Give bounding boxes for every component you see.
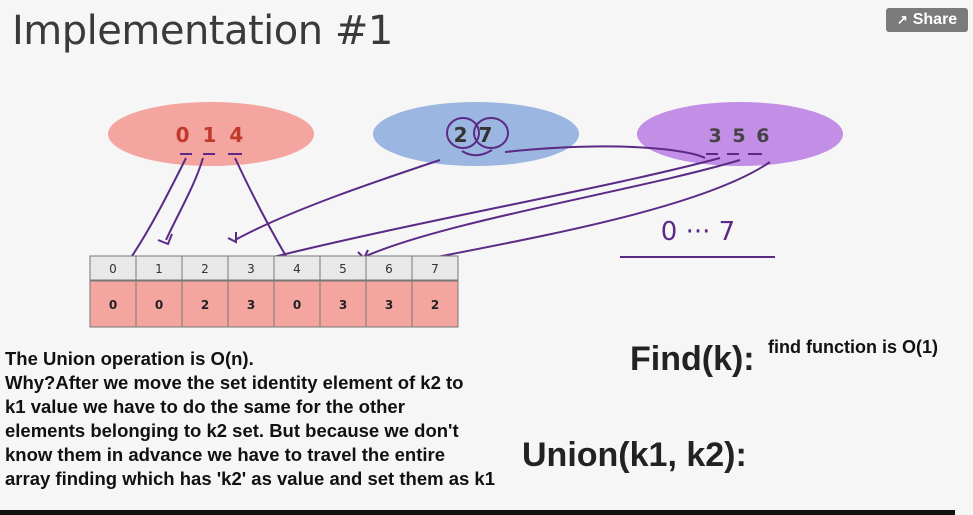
find-label: Find(k): — [630, 340, 755, 378]
overlay-line-3: k1 value we have to do the same for the … — [5, 396, 405, 417]
index-cell-2: 2 — [201, 262, 209, 276]
overlay-line-2: Why?After we move the set identity eleme… — [5, 372, 464, 393]
value-cell-7: 2 — [431, 298, 439, 312]
overlay-explanation: The Union operation is O(n). Why?After w… — [5, 347, 540, 491]
value-cell-2: 2 — [201, 298, 209, 312]
index-cell-7: 7 — [431, 262, 439, 276]
index-cell-0: 0 — [109, 262, 117, 276]
index-cell-1: 1 — [155, 262, 163, 276]
set-label-2: 3 5 6 — [709, 125, 772, 147]
set-ellipse-0 — [108, 102, 314, 166]
share-label: Share — [912, 11, 958, 28]
value-row: 0 0 2 3 0 3 3 2 — [89, 280, 459, 328]
union-label: Union(k1, k2): — [522, 436, 747, 474]
slide-title: Implementation #1 — [12, 8, 393, 54]
overlay-line-4: elements belonging to k2 set. But becaus… — [5, 420, 459, 441]
set-label-1: 2 7 — [454, 123, 495, 147]
overlay-line-1: The Union operation is O(n). — [5, 348, 254, 369]
value-cell-6: 3 — [385, 298, 393, 312]
overlay-line-5: know them in advance we have to travel t… — [5, 444, 446, 465]
share-icon: ↗ — [896, 12, 908, 27]
overlay-line-6: array finding which has 'k2' as value an… — [5, 468, 495, 489]
share-button[interactable]: ↗ Share — [886, 8, 968, 32]
video-progress-track[interactable] — [0, 510, 955, 515]
index-cell-6: 6 — [385, 262, 393, 276]
value-cell-0: 0 — [109, 298, 117, 312]
range-annotation: 0 ··· 7 — [661, 217, 735, 247]
value-cell-1: 0 — [155, 298, 163, 312]
index-cell-3: 3 — [247, 262, 255, 276]
index-row: 0 1 2 3 4 5 6 7 — [89, 255, 459, 281]
index-cell-5: 5 — [339, 262, 347, 276]
value-cell-4: 0 — [293, 298, 301, 312]
set-ellipse-2 — [637, 102, 843, 166]
set-label-0: 0 1 4 — [176, 123, 247, 147]
value-cell-5: 3 — [339, 298, 347, 312]
index-cell-4: 4 — [293, 262, 301, 276]
value-cell-3: 3 — [247, 298, 255, 312]
find-note: find function is O(1) — [768, 337, 938, 357]
